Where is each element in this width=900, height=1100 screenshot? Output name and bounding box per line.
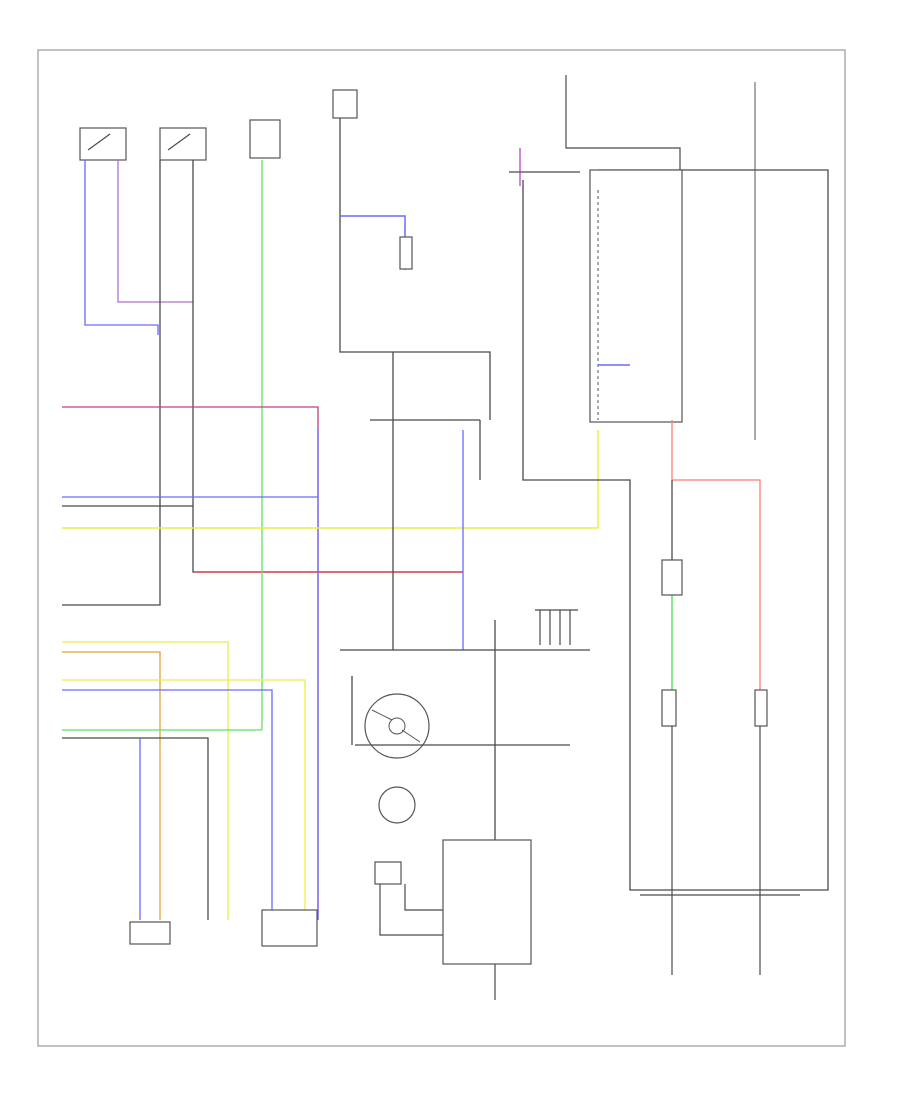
wire-black-4 <box>62 737 209 920</box>
distributor-cap <box>364 693 430 759</box>
component-connector-right-2 <box>754 689 768 727</box>
component-relay-unit <box>589 169 683 423</box>
wire-blue-1 <box>84 160 159 335</box>
component-switch-2 <box>159 127 207 161</box>
wire-black-2 <box>192 160 463 573</box>
wire-black-1 <box>62 160 161 606</box>
sensor-circle <box>378 786 416 824</box>
component-fuse-right <box>661 559 683 596</box>
component-bottom-3 <box>261 909 318 947</box>
wire-yellow-3 <box>62 679 306 920</box>
wire-blue-3 <box>62 689 273 920</box>
wire-yellow-1 <box>62 430 599 529</box>
wire-purple-1 <box>117 160 193 303</box>
component-connector-right <box>661 689 677 727</box>
component-relay-box <box>249 119 281 159</box>
component-small-relay <box>374 861 402 885</box>
component-bottom-1 <box>129 921 171 945</box>
wire-black-loop <box>522 169 829 891</box>
diagram-frame <box>37 49 846 1047</box>
ground-symbol-group <box>535 609 578 645</box>
component-switch-1 <box>79 127 127 161</box>
wire-red-purple <box>62 406 319 920</box>
component-center-sensor <box>399 236 413 270</box>
wire-orange-1 <box>62 651 161 920</box>
wire-yellow-2 <box>62 641 229 920</box>
wire-blue-center <box>340 215 406 270</box>
component-ecu <box>442 839 532 965</box>
wire-red-right <box>671 420 761 690</box>
wire-black-center <box>339 118 491 420</box>
component-sensor-top <box>332 89 358 119</box>
